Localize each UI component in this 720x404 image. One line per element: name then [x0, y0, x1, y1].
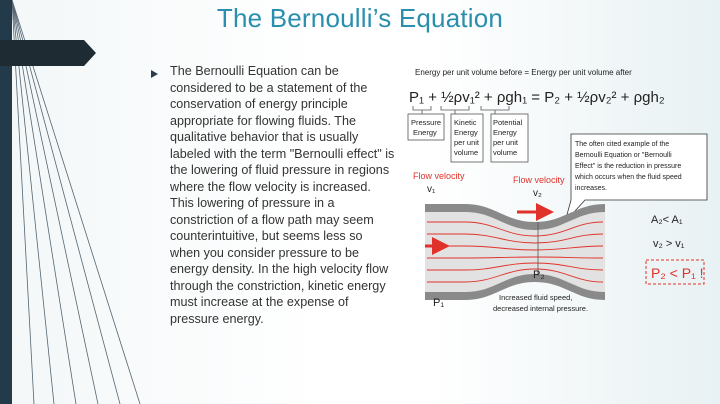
bernoulli-diagram: Energy per unit volume before = Energy p… — [407, 68, 708, 313]
area-relation: A₂< A₁ — [651, 214, 683, 226]
velocity-relation: v₂ > v₁ — [653, 238, 685, 250]
v1-label: v₁ — [427, 184, 436, 195]
flow-velocity-label-2: Flow velocity — [513, 175, 565, 185]
svg-text:Kinetic: Kinetic — [454, 118, 477, 127]
v2-label: v₂ — [533, 188, 542, 199]
kinetic-energy-box: Kinetic Energy per unit volume — [450, 113, 484, 163]
svg-text:per unit: per unit — [454, 138, 480, 147]
caption-line-2: decreased internal pressure. — [493, 304, 588, 313]
p2-label: P₂ — [533, 269, 545, 281]
svg-text:The often cited example of the: The often cited example of the — [575, 141, 669, 148]
caption-line-1: Increased fluid speed, — [499, 293, 572, 302]
svg-text:Pressure: Pressure — [411, 118, 441, 127]
pressure-relation: P₂ < P₁ ! — [651, 265, 704, 281]
left-accent-bar — [0, 0, 12, 404]
svg-text:Energy: Energy — [413, 128, 437, 137]
svg-text:volume: volume — [454, 148, 478, 157]
flow-velocity-label-1: Flow velocity — [413, 171, 465, 181]
pressure-energy-box: Pressure Energy — [407, 113, 445, 141]
body-paragraph: The Bernoulli Equation can be considered… — [170, 64, 395, 326]
svg-text:Bernoulli Equation or "Bernoul: Bernoulli Equation or "Bernoulli — [575, 152, 672, 159]
potential-energy-box: Potential Energy per unit volume — [490, 113, 529, 163]
decorative-rays — [11, 0, 141, 404]
svg-text:Effect" is the reduction in pr: Effect" is the reduction in pressure — [575, 163, 681, 170]
bullet-arrow-icon — [151, 70, 158, 78]
svg-text:per unit: per unit — [493, 138, 519, 147]
pressure-relation-box — [645, 259, 705, 285]
callout-box: The often cited example of the Bernoulli… — [564, 133, 708, 223]
svg-text:increases.: increases. — [575, 185, 607, 192]
svg-text:which occurs when the fluid sp: which occurs when the fluid speed — [574, 174, 682, 181]
svg-text:Energy: Energy — [454, 128, 478, 137]
venturi-pipe — [425, 204, 605, 300]
section-tab-arrow — [0, 40, 96, 66]
svg-text:volume: volume — [493, 148, 517, 157]
svg-text:Energy: Energy — [493, 128, 517, 137]
svg-text:Potential: Potential — [493, 118, 523, 127]
bernoulli-equation: P₁ + ½ρv₁² + ρgh₁ = P₂ + ½ρv₂² + ρgh₂ — [409, 89, 665, 106]
p1-label: P₁ — [433, 297, 444, 309]
energy-header: Energy per unit volume before = Energy p… — [415, 68, 632, 77]
slide-title: The Bernoulli’s Equation — [216, 3, 504, 33]
